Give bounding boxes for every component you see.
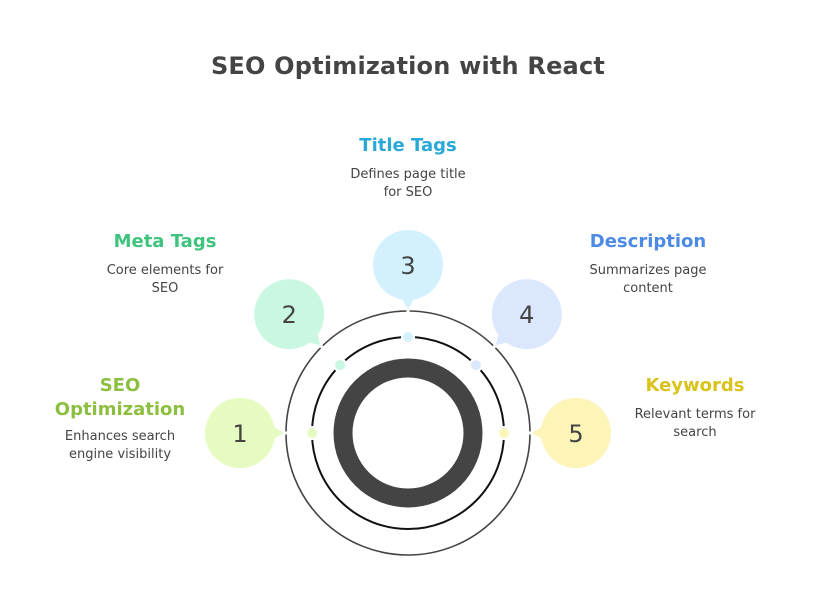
step-number: 1 [232,420,247,448]
step-number: 4 [519,301,534,329]
ring-dot-4 [468,358,483,373]
label-heading: Title Tags [359,135,457,156]
description-line: content [623,281,673,296]
step-number: 3 [400,252,415,280]
description-line: Defines page title [350,167,466,182]
label-heading: SEO Optimization [30,374,210,422]
step-number: 2 [282,301,297,329]
ring-dot-2 [333,358,348,373]
ring-gap [492,345,496,349]
description-line: engine visibility [68,447,172,462]
description-line: Relevant terms for [634,407,756,422]
ring-gap [320,345,324,349]
bubble-circle [205,398,275,468]
ring-gap [284,431,288,435]
description-line: SEO [151,281,179,296]
ring-dot-3 [401,330,415,344]
bubble-circle [541,398,611,468]
description-line: Summarizes page [589,263,707,278]
label-heading: Meta Tags [113,231,217,252]
label-description: Summarizes page content [558,262,738,298]
ring-gap [406,309,410,313]
bubble-circle [254,279,325,350]
bubble-circle [491,279,562,350]
label-description: Defines page title for SEO [318,166,498,202]
label-heading: Keywords [645,375,745,396]
step-bubble-3: 3 [373,230,443,309]
step-bubble-4: 4 [491,279,562,350]
step-bubble-2: 2 [254,279,325,350]
step-bubble-1: 1 [205,398,284,468]
ring-dot-5 [497,426,511,440]
heading-line: SEO [99,375,141,396]
label-title-tags: Title Tags Defines page title for SEO [318,134,498,202]
heading-line: Optimization [54,399,186,420]
description-line: search [673,425,717,440]
step-bubble-5: 5 [532,398,611,468]
description-line: for SEO [383,185,433,200]
diagram-title: SEO Optimization with React [210,52,606,80]
ring-dot-1 [305,426,319,440]
label-heading: Description [589,231,707,252]
bubble-circle [373,230,443,300]
description-line: Enhances search [64,429,176,444]
label-description: Enhances search engine visibility [30,428,210,464]
label-description: Relevant terms for search [605,406,785,442]
label-description-item: Description Summarizes page content [558,230,738,298]
ring-gap [528,431,532,435]
label-seo-optimization: SEO Optimization Enhances search engine vi… [30,374,210,464]
step-number: 5 [568,420,583,448]
description-line: Core elements for [106,263,224,278]
label-keywords: Keywords Relevant terms for search [605,374,785,442]
core-ring [333,358,483,508]
